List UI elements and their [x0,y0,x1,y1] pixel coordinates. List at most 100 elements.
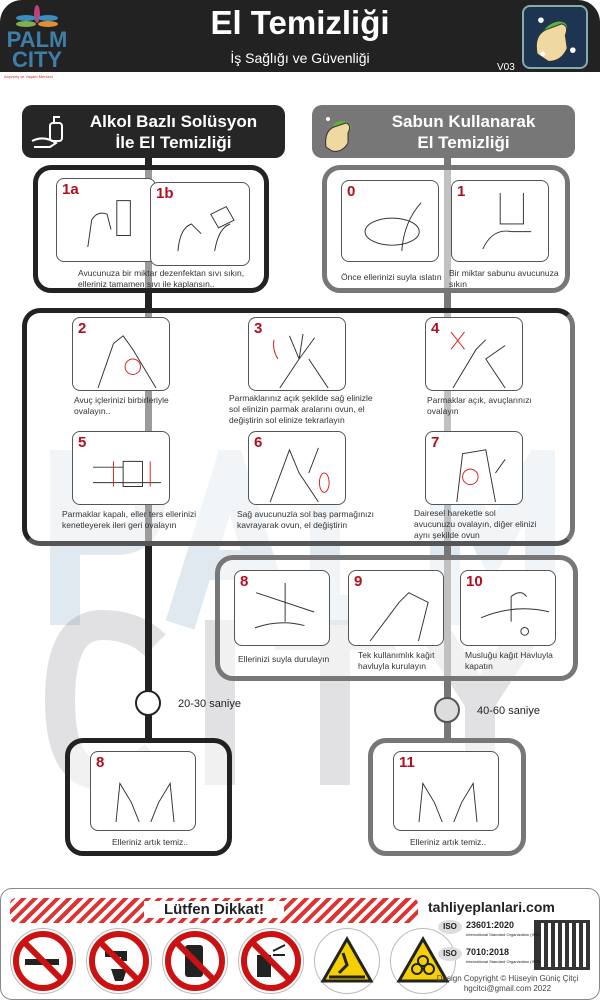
step-2-caption: Avuç içlerinizi birbirleriyle ovalayın.. [74,395,169,416]
hand-illustration-icon [369,592,429,641]
step-5-caption: Parmaklar kapalı, eller ters ellerinizi … [62,509,197,530]
step-10-tap-image: 10 [460,570,556,646]
hand-illustration-icon [482,193,532,250]
step-4-caption: Parmaklar açık, avuçlarınızı ovalayın [427,395,532,416]
version-label: V03 [497,62,515,73]
alcohol-start-box: 1a 1b Avucunuza bir miktar dezenfektan s… [33,165,269,293]
hand-illustration-icon [269,447,330,502]
soap-method-header: Sabun Kullanarak El Temizliği [312,105,575,158]
iso-org: International Standard Organization (ISO… [466,932,540,937]
hand-illustration-icon [255,583,315,629]
hand-illustration-icon [87,200,131,248]
alcohol-title-line1: Alkol Bazlı Solüsyon [89,112,258,131]
iso-logo-icon: ISO [438,947,462,961]
website-link[interactable]: tahliyeplanlari.com [428,899,555,915]
hand-illustration-icon [418,781,478,822]
step-7-caption: Dairesel hareketle sol avucunuzu ovalayı… [414,508,537,540]
no-smoking-icon [10,928,76,994]
step-7-image: 7 [425,431,523,505]
warning-text: Lütfen Dikkat! [144,901,284,918]
soap-step-1-caption: Bir miktar sabunu avucunuza sıkın [449,268,559,289]
alcohol-result-caption: Elleriniz artık temiz.. [111,837,189,847]
hand-illustration-icon [450,331,506,388]
hand-illustration-icon [115,781,175,822]
clean-hands-image: 8 [90,751,196,831]
soap-hands-icon [325,117,351,152]
no-drinking-water-icon [86,928,152,994]
soap-step-0-caption: Önce ellerinizi suyla ıslatın [341,272,442,282]
step-number: 2 [78,320,87,337]
step-1b-image: 1b [150,182,250,266]
step-number: 3 [254,320,263,337]
no-mobile-phone-icon [162,928,228,994]
step-number: 10 [466,573,483,590]
step-number: 1a [62,181,79,198]
sanitizer-hand-icon [31,116,63,148]
hand-illustration-icon [481,592,549,636]
timer-clock-icon [135,690,161,716]
step-number: 11 [399,754,415,771]
page-title: El Temizliği [210,4,390,41]
step-9-caption: Tek kullanımlık kağıt havluyla kurulayın [358,650,435,671]
palm-logo-icon [16,5,58,27]
soap-title-line2: El Temizliği [417,133,510,152]
step-3-image: 3 [248,317,346,391]
biohazard-warning-icon [390,928,456,994]
hand-illustration-icon [456,449,506,502]
soap-start-box: 0 1 Önce ellerinizi suyla ıslatın Bir mi… [322,165,570,293]
soap-result-box: 11 Elleriniz artık temiz.. [368,738,526,856]
iso-code: 23601:2020 [466,920,515,930]
step-number: 4 [431,320,440,337]
page-subtitle: İş Sağlığı ve Güvenliği [230,50,370,66]
iso-code: 7010:2018 [466,947,510,957]
iso-org: International Standard Organization (ISO… [466,959,540,964]
common-steps-box: 2 3 4 5 6 7 Avuç içlerinizi birbirleriyl… [22,308,575,546]
alcohol-start-caption: Avucunuza bir miktar dezenfektan sıvı sı… [78,268,245,289]
no-spray-icon [238,928,304,994]
alcohol-result-box: 8 Elleriniz artık temiz.. [65,738,232,856]
step-number: 1 [457,183,466,200]
step-8-rinse-image: 8 [234,570,330,646]
soap-hands-icon [522,5,588,69]
step-number: 1b [156,185,174,202]
step-10-caption: Musluğu kağıt Havluyla kapatın [465,650,553,671]
logo-tagline: Alışveriş ve Yaşam Merkezi [4,74,53,79]
step-number: 7 [431,434,440,451]
soap-finish-box: 8 9 10 Ellerinizi suyla durulayın Tek ku… [215,555,578,681]
hand-illustration-icon [364,202,422,251]
slippery-floor-warning-icon [314,928,380,994]
qr-code[interactable] [534,920,590,970]
step-number: 6 [254,434,263,451]
timer-clock-icon [434,697,460,723]
hand-illustration-icon [273,333,329,388]
step-number: 9 [354,573,363,590]
soap-result-caption: Elleriniz artık temiz.. [409,837,487,847]
step-8-caption: Ellerinizi suyla durulayın [238,654,330,664]
step-number: 8 [240,573,249,590]
step-4-image: 4 [425,317,523,391]
logo-text: PALM CITY [6,27,68,72]
step-number: 5 [78,434,87,451]
hand-illustration-icon [97,335,157,388]
warning-banner: Lütfen Dikkat! [10,898,418,923]
step-6-image: 6 [248,431,346,505]
copyright-text: Design Copyright © Hüseyin Güniç Çitçi [436,974,579,983]
step-1a-image: 1a [56,178,156,262]
step-number: 0 [347,183,356,200]
step-5-image: 5 [72,431,170,505]
header-bar [0,0,600,72]
step-6-caption: Sağ avucunuzla sol baş parmağınızı kavra… [237,509,375,530]
hand-illustration-icon [93,460,161,488]
step-9-dry-image: 9 [348,570,444,646]
contact-email: hgcitci@gmail.com 2022 [463,984,552,993]
alcohol-title-line2: İle El Temizliği [115,133,232,152]
soap-duration: 40-60 saniye [477,705,540,717]
soap-title-line1: Sabun Kullanarak [391,112,536,131]
step-2-image: 2 [72,317,170,391]
step-number: 8 [96,754,105,771]
step-0-image: 0 [341,180,439,262]
iso-logo-icon: ISO [438,920,462,934]
